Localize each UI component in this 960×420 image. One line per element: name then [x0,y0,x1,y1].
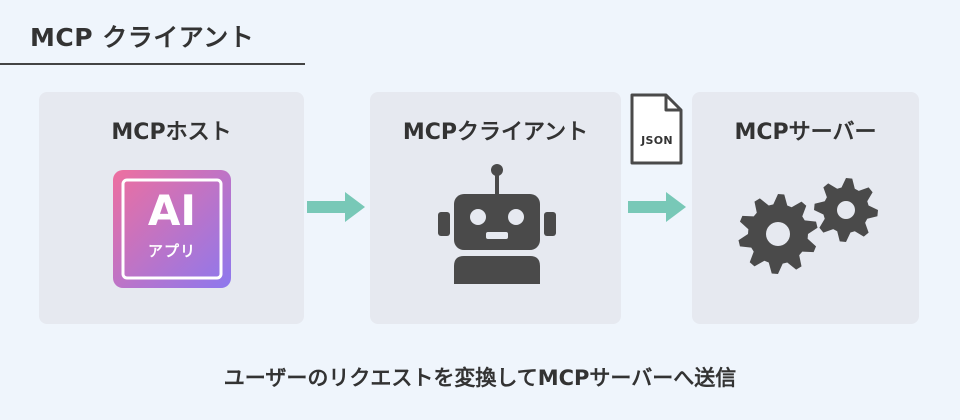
diagram-title: MCP クライアント [30,23,255,52]
mcp-host-box: MCPホスト AI アプリ [39,92,304,324]
gears-icon [734,176,882,276]
ai-app-icon: AI アプリ [113,170,231,288]
arrow-right-icon [628,192,686,222]
title-underline [0,63,305,65]
robot-icon [438,162,556,284]
mcp-server-label: MCPサーバー [734,120,877,145]
small-gear-shape [814,178,878,242]
document-icon: JSON [626,92,684,166]
arrow-right-icon [307,192,365,222]
ai-icon-subtext: アプリ [147,242,196,260]
large-gear-shape [738,194,818,274]
json-label: JSON [641,134,673,147]
mcp-host-label: MCPホスト [111,120,232,145]
mcp-client-label: MCPクライアント [402,120,589,145]
ai-icon-text: AI [147,186,197,235]
mcp-server-box: MCPサーバー [692,92,919,324]
diagram-caption: ユーザーのリクエストを変換してMCPサーバーへ送信 [223,366,737,390]
mcp-client-box: MCPクライアント [370,92,621,324]
